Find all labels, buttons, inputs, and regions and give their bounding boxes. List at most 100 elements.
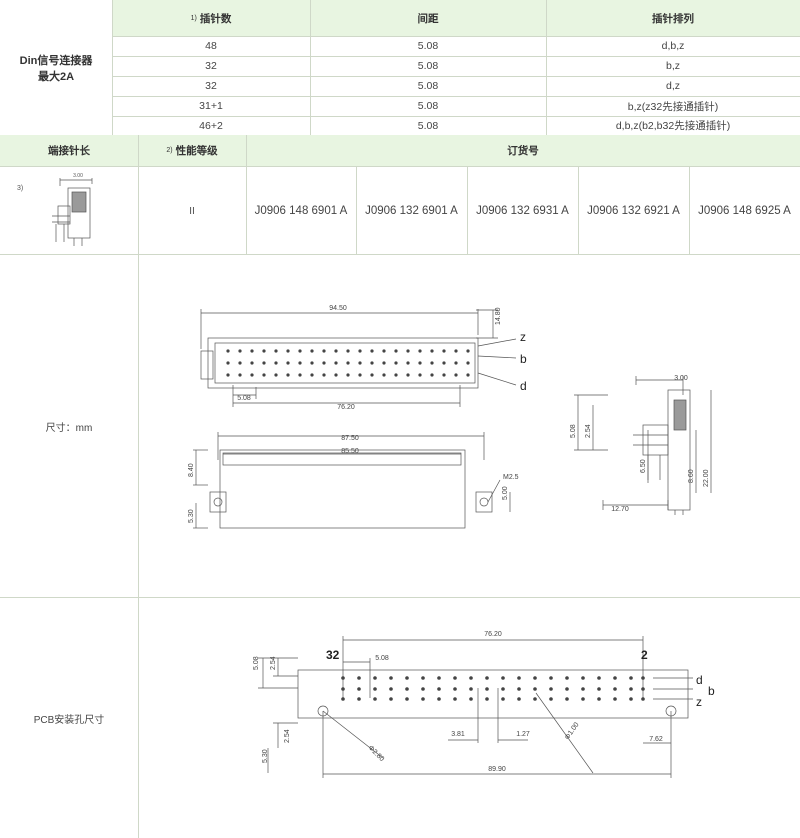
dim-side-1: 3.00 — [674, 375, 688, 382]
thumb-dim: 3.00 — [73, 173, 83, 179]
row-label-b: b — [520, 352, 527, 366]
footnote-2: 2) — [166, 147, 173, 154]
connector-title-line2: 最大2A — [37, 70, 75, 83]
row-2-spacing: 5.08 — [417, 60, 439, 72]
row-4-pins: 31+1 — [199, 100, 223, 112]
header-arrangement-label: 插针排列 — [652, 12, 694, 25]
row-5-pins: 46+2 — [199, 119, 223, 132]
divider — [112, 36, 800, 37]
row-4-spacing: 5.08 — [417, 100, 439, 112]
order-number-2: J0906 132 6901 A — [365, 204, 458, 217]
row-1-pins: 48 — [205, 40, 217, 52]
pcb-dim-4: 2.54 — [270, 656, 277, 670]
dim-front-3: 8.40 — [188, 463, 195, 477]
divider — [310, 0, 311, 135]
dim-top-1: 94.50 — [329, 305, 347, 312]
header-order-no: 订货号 — [246, 135, 800, 166]
pcb-dim-9: 1.27 — [516, 731, 530, 738]
dimensions-label: 尺寸：mm — [45, 423, 93, 434]
order-number-4: J0906 132 6921 A — [587, 204, 680, 217]
pcb-row-b: b — [708, 684, 715, 698]
pcb-label: PCB安装孔尺寸 — [33, 714, 105, 726]
dim-side-3: 2.54 — [585, 424, 592, 438]
divider — [112, 116, 800, 117]
dim-front-m: M2.5 — [503, 474, 519, 481]
divider — [138, 135, 139, 255]
dim-side-6: 22.00 — [703, 469, 710, 487]
connector-title-line1: Din信号连接器 — [19, 54, 93, 67]
header-pin-length: 端接针长 — [0, 135, 138, 166]
pcb-drawing: 76.20 5.08 5.08 2.54 2.54 5.30 Φ2.80 3.8… — [253, 631, 715, 778]
divider — [138, 598, 139, 838]
row-2-arrangement: b,z — [665, 60, 680, 72]
divider — [112, 0, 113, 135]
divider — [467, 166, 468, 255]
pin-length-thumbnail: 3) 3.00 — [0, 166, 138, 255]
pcb-dim-1: 76.20 — [484, 631, 502, 638]
header-arrangement: 插针排列 — [546, 0, 800, 36]
divider — [578, 166, 579, 255]
order-number-5: J0906 148 6925 A — [698, 204, 791, 217]
dim-top-3: 5.08 — [237, 395, 251, 402]
pcb-dim-7: Φ2.80 — [367, 744, 386, 763]
divider — [0, 254, 800, 255]
dim-front-4: 5.30 — [188, 509, 195, 523]
level-value: II — [189, 204, 195, 217]
spec-table: Din信号连接器 最大2A 1)插针数 间距 插针排列 48 5.08 d,b,… — [0, 0, 800, 135]
divider — [112, 96, 800, 97]
header-order-no-label: 订货号 — [507, 145, 539, 157]
header-pins-label: 插针数 — [199, 12, 232, 25]
row-1-spacing: 5.08 — [417, 40, 439, 52]
pin-number-2: 2 — [641, 648, 648, 662]
order-table: 端接针长 2)性能等级 订货号 3) 3.00 — [0, 135, 800, 255]
pcb-dim-2: 5.08 — [253, 656, 260, 670]
order-number-3: J0906 132 6931 A — [476, 204, 569, 217]
row-5-arrangement: d,b,z(b2,b32先接通插针) — [615, 120, 731, 132]
dim-side-2: 5.08 — [570, 424, 577, 438]
dim-side-5: 8.60 — [688, 469, 695, 483]
divider — [689, 166, 690, 255]
dimensions-section: 尺寸：mm — [0, 255, 800, 598]
pcb-dim-5: 2.54 — [284, 729, 291, 743]
divider — [0, 597, 800, 598]
dim-top-4: 76.20 — [337, 404, 355, 411]
dim-front-1: 87.50 — [341, 435, 359, 442]
footnote-1: 1) — [190, 14, 197, 22]
divider — [546, 0, 547, 135]
header-pin-length-label: 端接针长 — [48, 145, 90, 157]
connector-side-thumbnail: 3.00 — [52, 173, 93, 246]
divider — [112, 76, 800, 77]
row-3-pins: 32 — [205, 80, 217, 92]
pin-number-32: 32 — [326, 648, 340, 662]
divider — [0, 166, 800, 167]
connector-title: Din信号连接器 最大2A — [0, 0, 112, 135]
pcb-dim-3: 5.08 — [375, 655, 389, 662]
pcb-row-z: z — [696, 695, 702, 709]
pcb-row-d: d — [696, 673, 703, 687]
pcb-dim-10: Φ1.00 — [564, 721, 581, 741]
header-level-label: 性能等级 — [175, 145, 218, 157]
row-label-d: d — [520, 379, 527, 393]
row-1-arrangement: d,b,z — [661, 40, 685, 52]
row-5-spacing: 5.08 — [417, 119, 439, 132]
header-spacing-label: 间距 — [417, 12, 439, 25]
row-2-pins: 32 — [205, 60, 217, 72]
row-label-z: z — [520, 330, 526, 344]
footnote-3: 3) — [17, 185, 24, 192]
dimension-drawings: 94.50 14.80 5.08 76.20 87.50 85.50 8.40 … — [188, 305, 712, 529]
pcb-dim-8: 3.81 — [451, 731, 465, 738]
row-4-arrangement: b,z(z32先接通插针) — [627, 100, 719, 113]
divider — [112, 56, 800, 57]
dim-front-2: 85.50 — [341, 448, 359, 455]
order-number-1: J0906 148 6901 A — [254, 204, 348, 217]
pcb-dim-12: 89.90 — [488, 766, 506, 773]
header-pins: 1)插针数 — [112, 0, 310, 36]
dim-side-7: 12.70 — [611, 506, 629, 513]
header-spacing: 间距 — [310, 0, 546, 36]
pcb-dim-11: 7.62 — [649, 736, 663, 743]
divider — [246, 135, 247, 255]
dim-top-2: 14.80 — [495, 307, 502, 325]
row-3-spacing: 5.08 — [417, 80, 439, 92]
divider — [356, 166, 357, 255]
dim-side-4: 6.50 — [640, 459, 647, 473]
